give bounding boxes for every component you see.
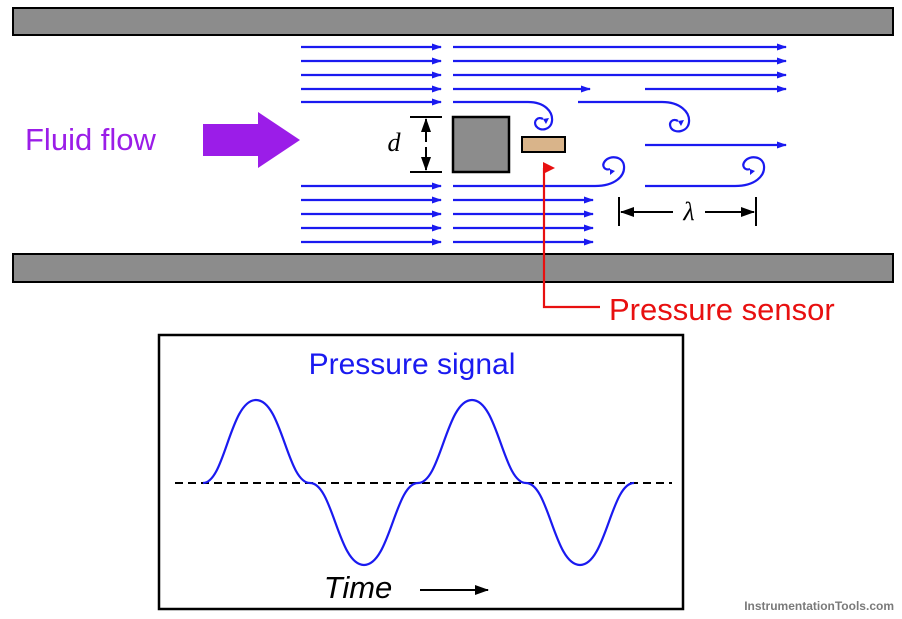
downstream-streamlines-bottom [453,156,766,246]
signal-title: Pressure signal [309,348,516,381]
signal-plot-frame [157,333,685,611]
pipe-wall-top [12,7,894,36]
fluid-flow-label: Fluid flow [25,122,157,157]
wavelength-label: λ [682,197,694,226]
dimension-d-marker [410,116,442,173]
dimension-d-label: d [388,128,402,157]
pressure-signal-wave [202,398,635,567]
pressure-sensor [521,136,566,153]
fluid-flow-arrow [203,112,300,168]
time-axis-label: Time [324,570,393,605]
wavelength-marker [618,197,757,226]
bluff-body [451,115,511,174]
pressure-sensor-label: Pressure sensor [609,292,835,327]
watermark: InstrumentationTools.com [744,599,894,613]
upstream-streamlines-bottom [301,182,442,246]
downstream-streamlines-top [453,43,787,149]
upstream-streamlines-top [301,43,442,106]
sensor-leader-line [542,162,600,309]
pipe-wall-bottom [12,253,894,283]
